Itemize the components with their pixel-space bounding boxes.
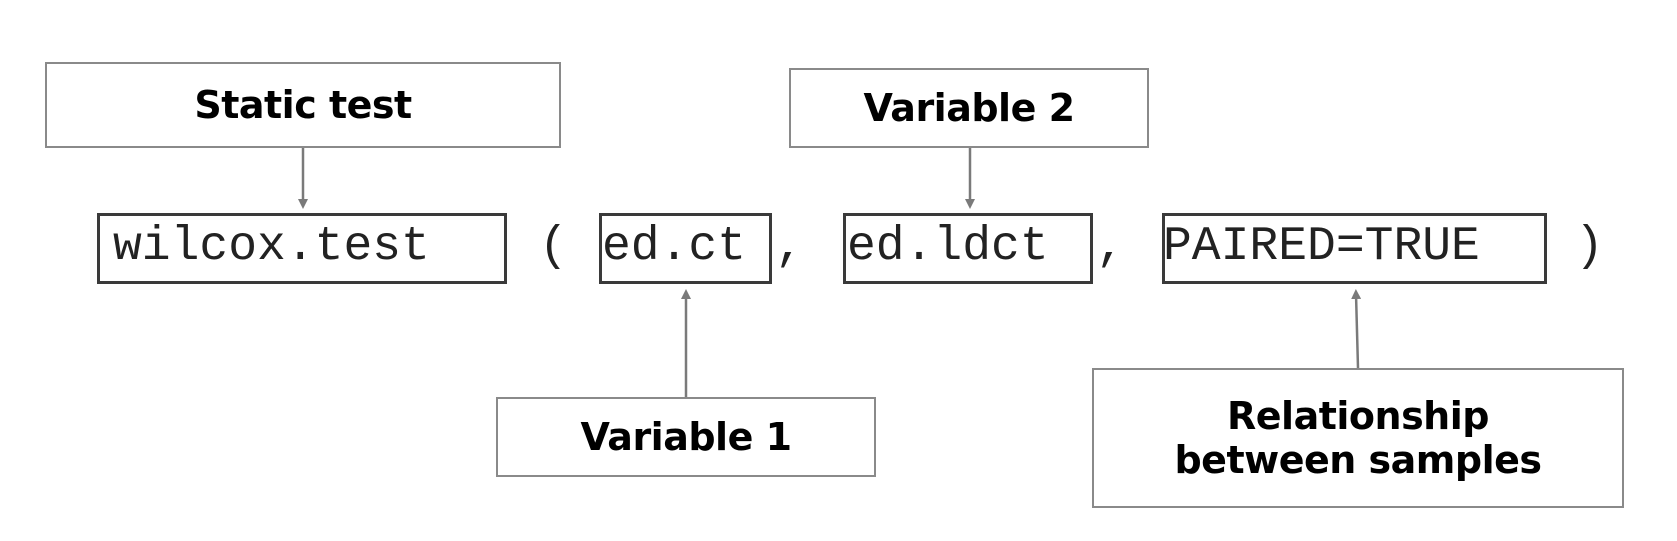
open-paren: ( [539, 220, 568, 274]
comma-2: , [1096, 220, 1125, 274]
function-code-box [97, 213, 507, 284]
static-test-label: Static test [194, 83, 412, 127]
relationship-label-box: Relationship between samples [1092, 368, 1624, 508]
variable-2-label: Variable 2 [863, 86, 1075, 130]
function-name: wilcox.test [113, 220, 430, 274]
arg1-code-box [599, 213, 772, 284]
comma-1: , [775, 220, 804, 274]
arg1-code: ed.ct [602, 220, 747, 274]
relationship-label: Relationship between samples [1174, 394, 1542, 482]
static-test-label-box: Static test [45, 62, 561, 148]
variable-2-label-box: Variable 2 [789, 68, 1149, 148]
arg2-code-box [843, 213, 1093, 284]
arg3-code: PAIRED=TRUE [1163, 220, 1480, 274]
arg3-code-box [1162, 213, 1547, 284]
variable-1-label-box: Variable 1 [496, 397, 876, 477]
variable-1-label: Variable 1 [580, 415, 792, 459]
close-paren: ) [1575, 220, 1604, 274]
arg2-code: ed.ldct [847, 220, 1049, 274]
relationship-arrow [1351, 289, 1362, 369]
